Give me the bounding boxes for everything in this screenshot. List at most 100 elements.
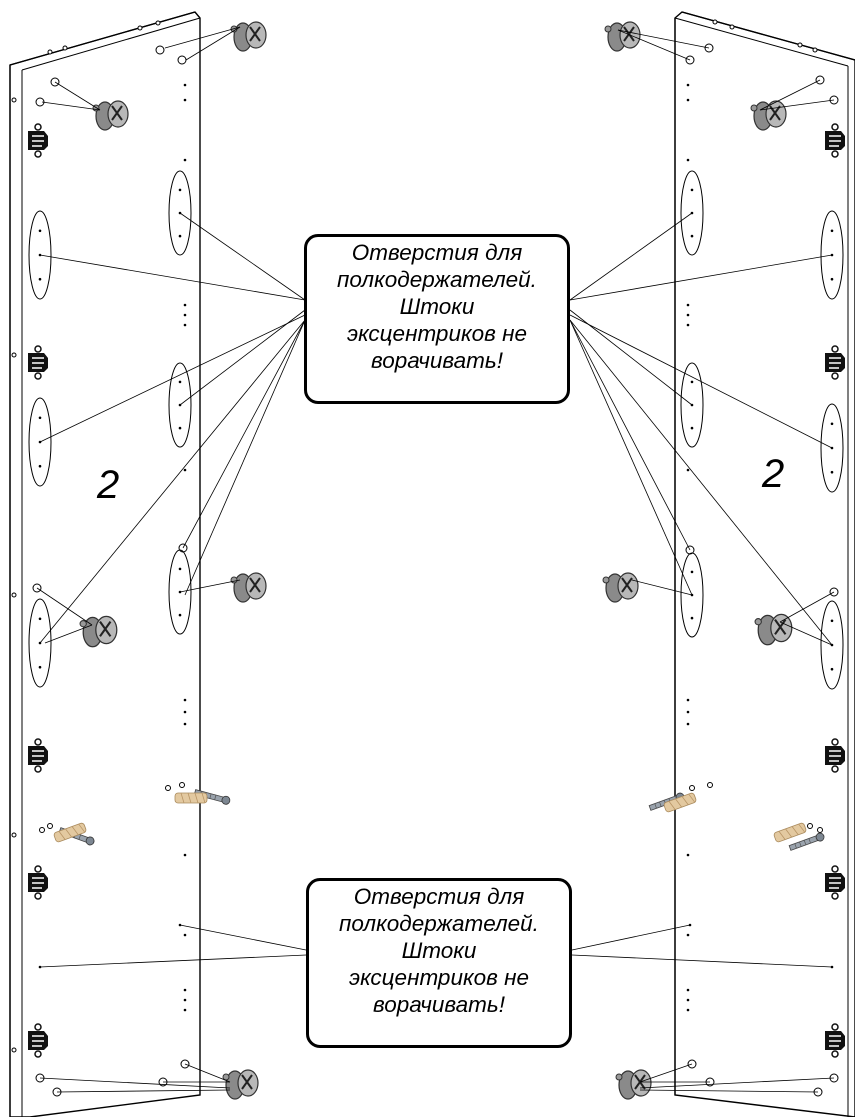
drilled-hole bbox=[179, 782, 185, 788]
pin-hole bbox=[183, 323, 187, 327]
drilled-hole bbox=[11, 97, 17, 103]
drilled-hole bbox=[807, 823, 813, 829]
pin-hole bbox=[183, 468, 187, 472]
pin-hole bbox=[178, 188, 182, 192]
pin-hole bbox=[178, 613, 182, 617]
shelf-support-hole-group bbox=[28, 598, 52, 688]
clip-ring-shape bbox=[831, 765, 839, 773]
leader-line bbox=[569, 254, 833, 301]
drilled-hole bbox=[11, 832, 17, 838]
pin-hole bbox=[830, 470, 834, 474]
shelf-support-hole-group bbox=[28, 397, 52, 487]
leader-line bbox=[39, 1077, 231, 1089]
pin-hole bbox=[686, 158, 690, 162]
leader-line bbox=[39, 954, 307, 968]
clip-highlight-shape bbox=[829, 357, 841, 369]
drilled-hole bbox=[729, 24, 735, 30]
callout-bottom-line-1: Отверстия для bbox=[353, 884, 525, 909]
leader-line bbox=[779, 621, 833, 646]
dowel-groove-shape bbox=[668, 793, 696, 810]
pin-hole bbox=[686, 323, 690, 327]
shelf-support-clip-icon bbox=[28, 1023, 48, 1058]
clip-ring-shape bbox=[34, 123, 42, 131]
leader-line bbox=[631, 579, 693, 596]
panel-number-left: 2 bbox=[97, 463, 120, 507]
cam-lock-fitting-icon bbox=[604, 21, 641, 52]
cam-tab-shape bbox=[222, 1073, 230, 1081]
pin-hole bbox=[690, 616, 694, 620]
leader-line bbox=[569, 314, 833, 449]
cam-slot-shape bbox=[621, 577, 633, 593]
shelf-support-clip-icon bbox=[28, 738, 48, 773]
drilled-hole bbox=[62, 45, 68, 51]
leader-line bbox=[179, 579, 241, 593]
drilled-hole bbox=[47, 49, 53, 55]
cam-slot-shape bbox=[249, 26, 261, 42]
pin-hole bbox=[686, 933, 690, 937]
shelf-support-hole-group bbox=[168, 170, 192, 256]
leader-line bbox=[184, 1063, 231, 1083]
pin-hole bbox=[178, 567, 182, 571]
leader-line bbox=[41, 101, 101, 111]
cam-tab-shape bbox=[754, 618, 762, 626]
pin-hole bbox=[686, 83, 690, 87]
right-side-panel bbox=[602, 11, 855, 1117]
callout-bottom: Отверстия для полкодержателей. Штоки экс… bbox=[306, 878, 572, 1048]
clip-ring-shape bbox=[831, 892, 839, 900]
pin-hole bbox=[183, 698, 187, 702]
clip-highlight-shape bbox=[32, 1035, 44, 1047]
panel-corner-shape bbox=[194, 11, 201, 19]
clip-ring-shape bbox=[34, 1023, 42, 1031]
cam-slot-shape bbox=[99, 620, 112, 637]
stem-thread-shape bbox=[654, 798, 671, 809]
pin-hole bbox=[690, 380, 694, 384]
cam-lock-fitting-icon bbox=[615, 1069, 652, 1100]
drilled-hole bbox=[689, 785, 695, 791]
leader-line bbox=[639, 1089, 819, 1093]
callout-top: Отверстия для полкодержателей. Штоки экс… bbox=[304, 234, 570, 404]
clip-ring-shape bbox=[34, 150, 42, 158]
drilled-hole bbox=[812, 47, 818, 53]
pin-hole bbox=[830, 619, 834, 623]
pin-hole bbox=[690, 426, 694, 430]
pin-hole bbox=[686, 303, 690, 307]
leader-line bbox=[44, 624, 93, 644]
cam-tab-shape bbox=[604, 25, 612, 33]
leader-line bbox=[36, 587, 93, 626]
callout-top-line-2: полкодержателей. bbox=[337, 267, 537, 292]
pin-hole bbox=[686, 853, 690, 857]
leader-line bbox=[759, 79, 821, 111]
clip-ring-shape bbox=[831, 865, 839, 873]
clip-ring-shape bbox=[34, 345, 42, 353]
wood-dowel-icon bbox=[174, 792, 208, 804]
drilled-hole bbox=[137, 25, 143, 31]
clip-highlight-shape bbox=[829, 750, 841, 762]
clip-ring-shape bbox=[831, 123, 839, 131]
cam-tab-shape bbox=[230, 576, 238, 584]
pin-hole bbox=[183, 83, 187, 87]
cam-slot-shape bbox=[623, 26, 635, 42]
pin-hole bbox=[38, 665, 42, 669]
callout-bottom-line-2: полкодержателей. bbox=[339, 911, 539, 936]
pin-hole bbox=[686, 98, 690, 102]
drilled-hole bbox=[707, 782, 713, 788]
pin-hole bbox=[183, 1008, 187, 1012]
pin-hole bbox=[38, 464, 42, 468]
clip-highlight-shape bbox=[829, 135, 841, 147]
pin-hole bbox=[183, 933, 187, 937]
pin-hole bbox=[686, 1008, 690, 1012]
pin-hole bbox=[178, 426, 182, 430]
leader-line bbox=[569, 319, 693, 596]
leader-line bbox=[569, 309, 693, 406]
callout-top-line-4: эксцентриков не bbox=[347, 321, 527, 346]
clip-ring-shape bbox=[34, 865, 42, 873]
panel-face-shape bbox=[674, 11, 855, 1117]
callout-top-line-5: воpачивать! bbox=[370, 348, 504, 373]
stem-head-shape bbox=[85, 836, 95, 846]
clip-ring-shape bbox=[831, 150, 839, 158]
leader-line bbox=[571, 924, 691, 951]
leader-line bbox=[617, 29, 691, 61]
eccentric-stem-icon bbox=[788, 832, 825, 851]
cam-lock-fitting-icon bbox=[222, 1069, 259, 1100]
cam-slot-shape bbox=[774, 618, 787, 635]
